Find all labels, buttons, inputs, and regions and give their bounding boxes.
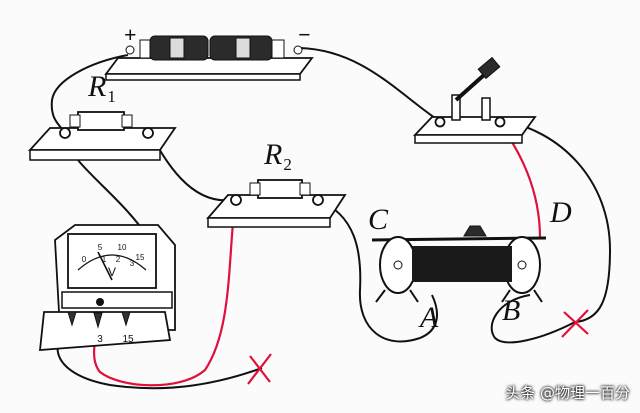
resistor-r2: [206, 179, 347, 228]
label-r2: R2: [264, 138, 292, 174]
battery-holder: [104, 35, 314, 81]
terminal-label-15: 15: [122, 334, 134, 345]
scale-bottom-1: 1: [102, 255, 107, 264]
label-r2-main: R: [264, 138, 283, 171]
battery-positive-sign: +: [124, 22, 137, 47]
scale-top-5: 5: [98, 243, 103, 252]
scale-top-15: 15: [136, 253, 145, 262]
rheostat: [371, 225, 547, 303]
scale-top-0: 0: [82, 255, 87, 264]
scale-bottom-2: 2: [116, 255, 121, 264]
label-b: B: [502, 294, 521, 327]
x-mark-right: [561, 309, 589, 338]
wire-battery-to-r1: [50, 54, 129, 134]
wire-switch-right-loop: [499, 119, 612, 323]
voltmeter-unit: V: [108, 265, 116, 279]
x-mark-bottom: [247, 353, 272, 385]
terminal-label-3: 3: [97, 334, 103, 345]
label-d: D: [550, 196, 572, 229]
voltmeter: [38, 224, 176, 351]
resistor-r1: [27, 111, 177, 161]
x-marks: [247, 309, 589, 385]
wire-battery-to-switch: [299, 47, 436, 119]
scale-top-10: 10: [118, 243, 127, 252]
watermark: 头条 @物理一百分: [505, 384, 630, 402]
knife-switch: [412, 56, 537, 144]
label-a: A: [420, 301, 439, 334]
wire-r2-to-voltmeter-3: [93, 201, 237, 387]
wire-rheostat-b: [490, 294, 576, 344]
label-r1-sub: 1: [107, 87, 116, 106]
label-r1-main: R: [88, 70, 107, 103]
scale-bottom-3: 3: [130, 259, 135, 268]
label-c: C: [368, 203, 389, 236]
label-r2-sub: 2: [283, 155, 292, 174]
battery-negative-sign: −: [298, 22, 311, 47]
wire-r2-to-rheostat-a: [317, 199, 438, 343]
voltmeter-scale-arc: [77, 254, 147, 271]
label-r1: R1: [88, 70, 116, 106]
